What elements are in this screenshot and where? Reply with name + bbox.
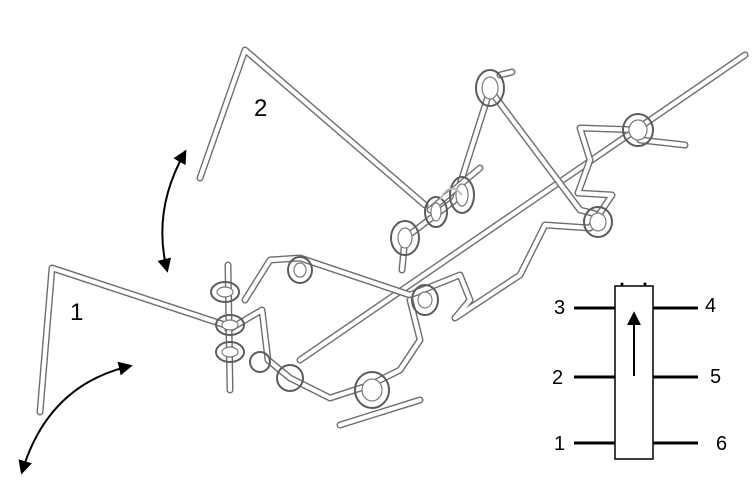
part-label-2: 2 [254,95,268,122]
wire-lever-2 [196,46,429,209]
terminal-label-1: 1 [554,433,566,455]
terminal-label-2: 2 [552,367,564,389]
rear-rod [241,124,644,322]
terminal-label-3: 3 [554,297,566,319]
rotation-arrow-lower [18,361,133,475]
lower-linkage [224,261,424,429]
wire-lever-1 [36,264,229,416]
main-shaft [296,51,749,364]
switch-dot-left [620,282,624,286]
switch-schematic [574,282,698,460]
terminal-label-4: 4 [705,295,717,317]
terminal-label-5: 5 [710,366,722,388]
part-label-1: 1 [70,299,84,326]
bearing-rings [210,69,654,409]
switch-dot-right [643,282,647,286]
rotation-arrow-upper [157,149,187,273]
terminal-label-6: 6 [716,433,728,455]
